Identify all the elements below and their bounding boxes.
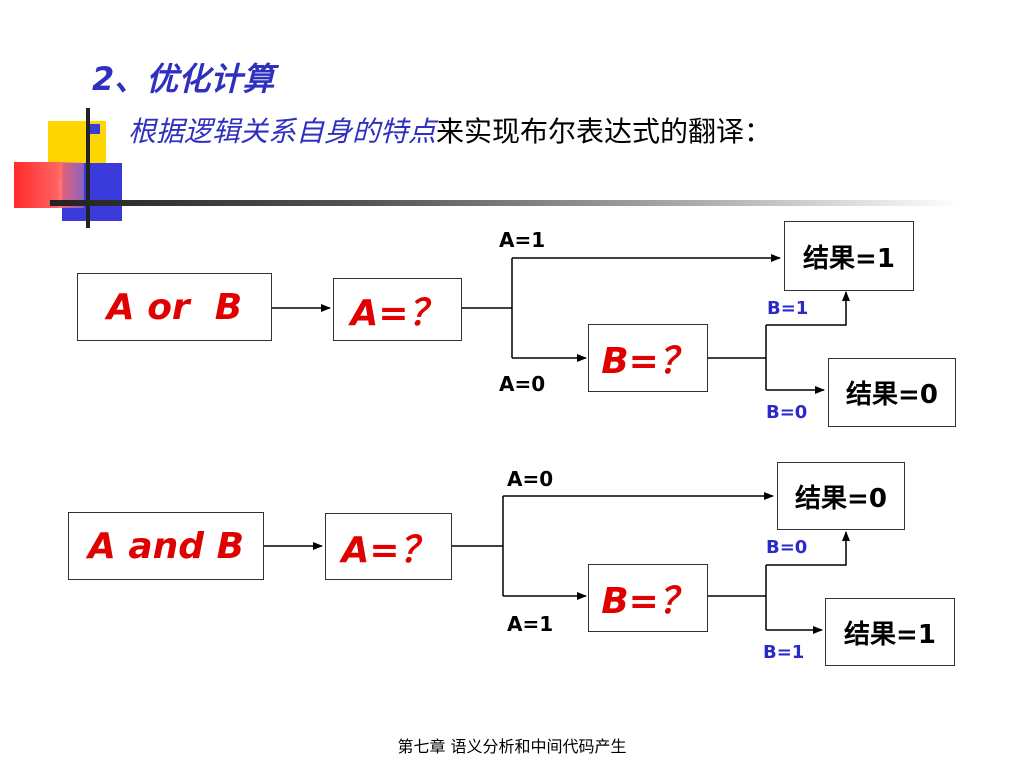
expr-and-text: A and B xyxy=(87,525,245,567)
test-b-box-2: B=？ xyxy=(588,564,708,632)
result-box-2b: 结果=1 xyxy=(825,598,955,666)
result-box-1b: 结果=0 xyxy=(828,358,956,427)
test-a-text-2: A=？ xyxy=(341,529,436,571)
slide-title: 2、优化计算 xyxy=(92,60,275,98)
label-b-true-1: B=1 xyxy=(767,298,809,319)
test-a-text-1: A=？ xyxy=(350,292,445,334)
expr-or-text: A or B xyxy=(106,286,243,328)
subtitle-rest: 来实现布尔表达式的翻译： xyxy=(436,115,773,148)
label-a-true-1: A=1 xyxy=(499,228,546,252)
arrow-b2-top-to-result xyxy=(766,531,850,566)
subtitle-emphasis: 根据逻辑关系自身的特点 xyxy=(128,115,437,148)
bullet-square-icon xyxy=(90,124,100,134)
arrow-b1-true-to-result xyxy=(766,291,850,326)
result-box-2a: 结果=0 xyxy=(777,462,905,530)
label-b-false-1: B=0 xyxy=(766,402,808,423)
expr-box-and: A and B xyxy=(68,512,264,580)
label-b-top-2: B=0 xyxy=(766,537,808,558)
test-a-box-1: A=？ xyxy=(333,278,462,341)
slide-footer: 第七章 语义分析和中间代码产生 xyxy=(397,737,627,756)
test-b-box-1: B=？ xyxy=(588,324,708,392)
label-b-bottom-2: B=1 xyxy=(763,642,805,663)
label-a-top-2: A=0 xyxy=(507,467,554,491)
result-box-1a: 结果=1 xyxy=(784,221,914,291)
decor-vertical-line xyxy=(86,108,90,228)
label-a-false-1: A=0 xyxy=(499,372,546,396)
test-b-text-1: B=？ xyxy=(601,341,695,382)
expr-box-or: A or B xyxy=(77,273,272,341)
slide-subtitle: 根据逻辑关系自身的特点来实现布尔表达式的翻译： xyxy=(128,110,772,150)
test-a-box-2: A=？ xyxy=(325,513,452,580)
result-text-2b: 结果=1 xyxy=(844,619,936,650)
result-text-2a: 结果=0 xyxy=(795,483,887,514)
label-a-bottom-2: A=1 xyxy=(507,612,554,636)
test-b-text-2: B=？ xyxy=(601,581,695,622)
result-text-1b: 结果=0 xyxy=(846,380,938,410)
decor-horizontal-rule xyxy=(50,200,960,206)
result-text-1a: 结果=1 xyxy=(803,243,895,274)
